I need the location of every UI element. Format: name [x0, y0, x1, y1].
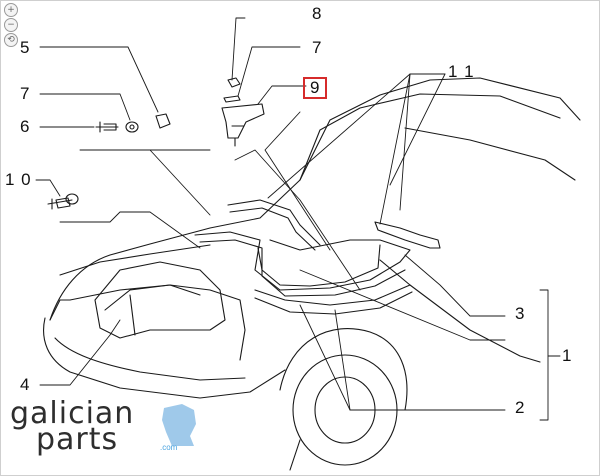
part5-shape: [155, 113, 171, 129]
callout-9-highlighted[interactable]: 9: [303, 77, 328, 99]
zoom-reset-icon[interactable]: ⟲: [4, 33, 18, 47]
trunk-box: [257, 244, 381, 287]
part9-bracket: [221, 103, 265, 139]
wheel-arch: [279, 328, 408, 411]
callout-11: 1 1: [448, 62, 475, 81]
zoom-in-icon[interactable]: +: [4, 3, 18, 17]
rear-bumper: [43, 317, 286, 399]
callout-3: 3: [515, 304, 526, 323]
wheelhouse-liner: [94, 261, 226, 339]
part7b-washer: [125, 121, 139, 133]
part8-nut: [227, 77, 241, 88]
hood-line: [404, 127, 576, 181]
callout-2: 2: [515, 398, 526, 417]
logo-word-2: parts: [36, 422, 119, 457]
part7-washer: [223, 95, 241, 103]
car-body-outline: [49, 77, 581, 321]
callout-7-left: 7: [20, 84, 31, 103]
top-seal-strip: [227, 199, 321, 246]
logo-word-1: galician: [10, 396, 135, 431]
rear-window-line: [299, 93, 561, 181]
callout-1: 1: [562, 346, 573, 365]
trunk-seal: [194, 231, 411, 291]
zoom-out-icon[interactable]: −: [4, 18, 18, 32]
logo-map-icon: [162, 404, 196, 446]
trunk-floor: [69, 284, 246, 361]
callout-8: 8: [312, 4, 323, 23]
callout-4: 4: [20, 375, 31, 394]
lower-seal: [254, 284, 411, 306]
logo-domain: .com: [160, 443, 178, 452]
bumper-inner: [54, 337, 246, 381]
callout-5: 5: [20, 38, 31, 57]
galicianparts-logo: galician parts .com: [10, 396, 200, 458]
roof-seal-strip: [374, 221, 441, 249]
part10-bolt: [47, 197, 73, 210]
callout-7-top: 7: [312, 38, 323, 57]
part6-bolt: [95, 121, 119, 133]
body-side-line: [379, 259, 541, 363]
trunk-lip: [59, 244, 211, 276]
callout-6: 6: [20, 117, 31, 136]
callout-10: 1 0: [5, 170, 32, 189]
